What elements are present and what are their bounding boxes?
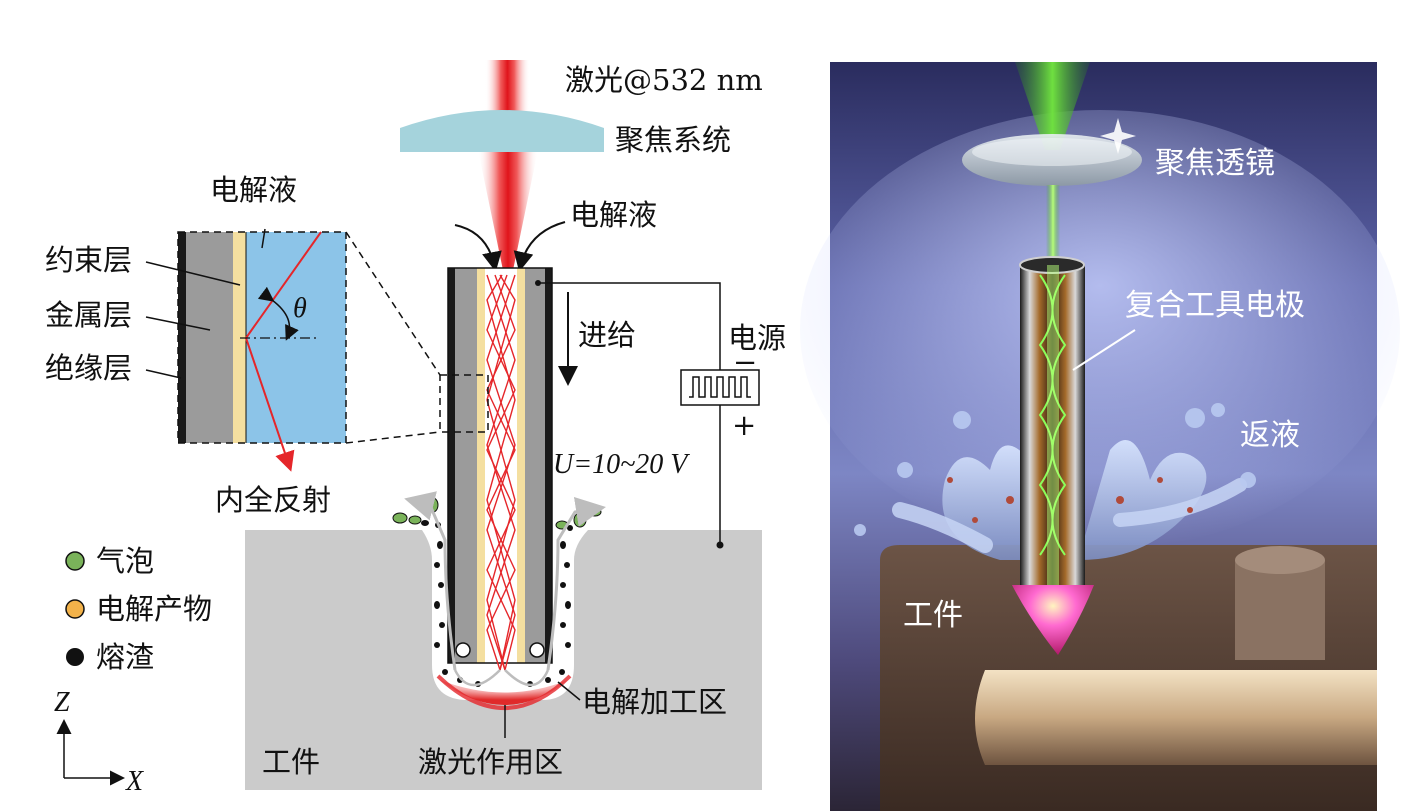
pulse-waveform-icon bbox=[689, 376, 751, 398]
schematic-panel: 激光@532 nm 聚焦系统 电解液 bbox=[45, 60, 786, 797]
electrolyte-splash bbox=[854, 403, 1256, 560]
focus-lens bbox=[400, 110, 604, 152]
legend-product-swatch bbox=[65, 599, 85, 619]
reflected-ray bbox=[245, 337, 295, 472]
internal-channel bbox=[975, 670, 1377, 765]
legend-bubble-swatch bbox=[65, 551, 85, 571]
angle-arc bbox=[257, 286, 299, 341]
ecm-zone-label: 电解加工区 bbox=[582, 685, 727, 719]
debris-particles bbox=[392, 491, 606, 687]
lens-label: 聚焦透镜 bbox=[1155, 146, 1275, 181]
laser-beam-top bbox=[485, 60, 530, 120]
power-circuit bbox=[535, 280, 760, 549]
axis-z-label: Z bbox=[54, 687, 70, 718]
voltage-label: U=10~20 V bbox=[553, 449, 690, 480]
workpiece-block bbox=[245, 530, 762, 790]
green-laser-beam bbox=[1046, 185, 1060, 265]
feed-label: 进给 bbox=[578, 318, 636, 352]
axis-x-label: X bbox=[125, 766, 144, 797]
backflow-label: 返液 bbox=[1240, 418, 1300, 453]
legend-slag-label: 熔渣 bbox=[96, 640, 154, 674]
tool-electrode bbox=[447, 267, 553, 664]
workpiece-riser bbox=[1235, 560, 1325, 660]
focus-system-label: 聚焦系统 bbox=[615, 123, 731, 157]
machining-hot-spot bbox=[1012, 585, 1094, 655]
workpiece-label-right: 工件 bbox=[903, 598, 963, 633]
internal-reflection-rays bbox=[486, 274, 516, 671]
zoom-inset bbox=[145, 228, 489, 472]
electrolyte-top-label: 电解液 bbox=[570, 198, 657, 232]
sparkle-icon bbox=[1100, 118, 1136, 154]
green-laser-cone bbox=[1015, 62, 1090, 150]
electrode-label: 复合工具电极 bbox=[1125, 288, 1305, 323]
legend: 气泡 电解产物 熔渣 bbox=[65, 544, 212, 674]
workpiece-label-left: 工件 bbox=[262, 745, 320, 779]
theta-symbol: θ bbox=[293, 293, 307, 324]
plus-sign: + bbox=[732, 408, 756, 442]
electrolyte-inset-label: 电解液 bbox=[210, 173, 297, 207]
electrolyte-flow-arrow-left bbox=[454, 224, 502, 272]
constraint-layer-label: 约束层 bbox=[45, 243, 132, 277]
legend-bubble-label: 气泡 bbox=[96, 544, 154, 578]
power-label: 电源 bbox=[728, 321, 786, 355]
pulse-power-supply bbox=[680, 369, 760, 406]
insulation-layer-label: 绝缘层 bbox=[45, 351, 132, 385]
coordinate-axes: Z X bbox=[54, 687, 144, 797]
rendering-panel: 聚焦透镜 复合工具电极 返液 工件 bbox=[800, 62, 1400, 811]
electrode-leader-line bbox=[1072, 329, 1136, 371]
composite-tool-electrode bbox=[1019, 256, 1085, 585]
metal-layer-label: 金属层 bbox=[45, 298, 132, 332]
tir-label: 内全反射 bbox=[215, 483, 331, 517]
minus-sign: − bbox=[733, 345, 757, 379]
legend-product-label: 电解产物 bbox=[96, 592, 212, 626]
laser-beam-cone bbox=[478, 150, 538, 275]
laser-zone-label: 激光作用区 bbox=[418, 745, 563, 779]
electrolyte-flow-arrow-right bbox=[513, 221, 566, 272]
laser-label: 激光@532 nm bbox=[565, 63, 763, 97]
legend-slag-swatch bbox=[66, 648, 84, 666]
